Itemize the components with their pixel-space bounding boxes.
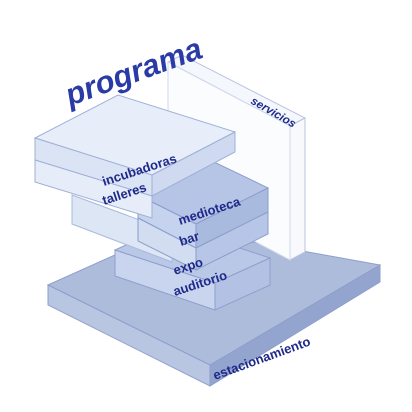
bar-side	[195, 211, 269, 271]
label-bar: bar	[177, 228, 201, 249]
slab-left	[47, 284, 211, 387]
servicios-front	[289, 117, 306, 261]
talleres-front	[34, 159, 153, 219]
incubadoras-talleres-block	[33, 94, 237, 219]
medioteca-bar-block	[136, 159, 270, 271]
expo-side	[214, 257, 271, 311]
incubadoras-side	[151, 131, 236, 197]
